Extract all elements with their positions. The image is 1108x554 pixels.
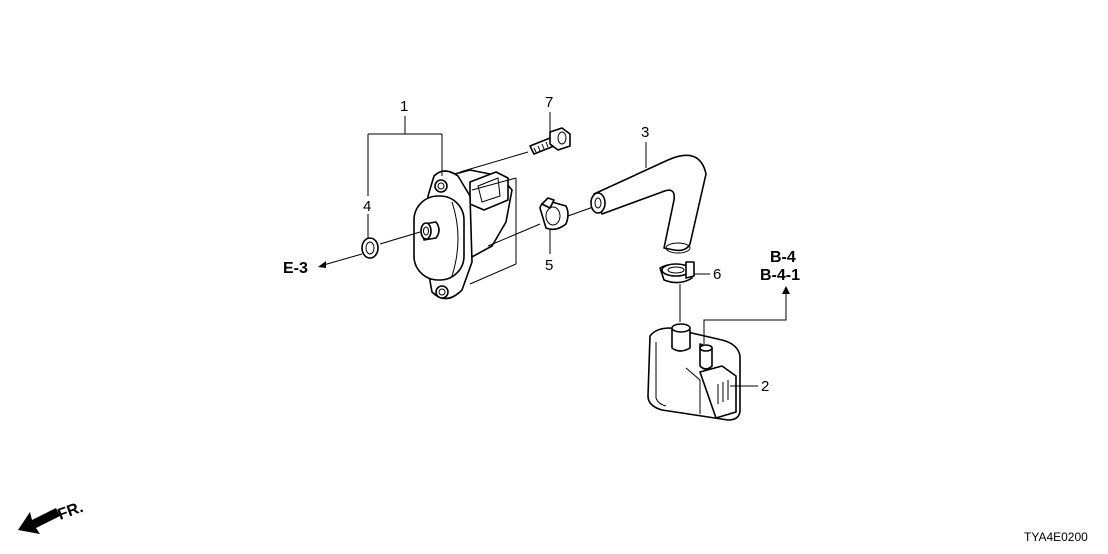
callout-1: 1	[400, 98, 408, 115]
b4-arrow-icon	[782, 286, 790, 294]
part-2-tank	[647, 286, 790, 421]
part-5-clamp	[539, 197, 569, 254]
ref-b4-1: B-4-1	[760, 267, 800, 284]
e3-leader	[319, 253, 363, 267]
callout-5: 5	[545, 257, 553, 274]
e3-arrow-icon	[318, 261, 326, 268]
front-direction-arrow	[18, 508, 60, 534]
part-3-hose	[590, 142, 707, 254]
part-1-valve-assembly	[413, 169, 513, 300]
part-7-bolt	[529, 112, 571, 155]
callout-4: 4	[363, 198, 371, 215]
front-label: FR.	[56, 499, 86, 524]
callout-3: 3	[641, 124, 649, 141]
ref-b4: B-4	[770, 249, 796, 266]
callout-7: 7	[545, 94, 553, 111]
part-4-o-ring	[361, 214, 421, 259]
diagram-code: TYA4E0200	[1024, 530, 1088, 544]
callout-6: 6	[713, 266, 721, 283]
ref-e3: E-3	[283, 260, 308, 277]
callout-1-bracket	[367, 116, 443, 196]
callout-2: 2	[761, 378, 769, 395]
part-6-clamp	[659, 261, 710, 322]
